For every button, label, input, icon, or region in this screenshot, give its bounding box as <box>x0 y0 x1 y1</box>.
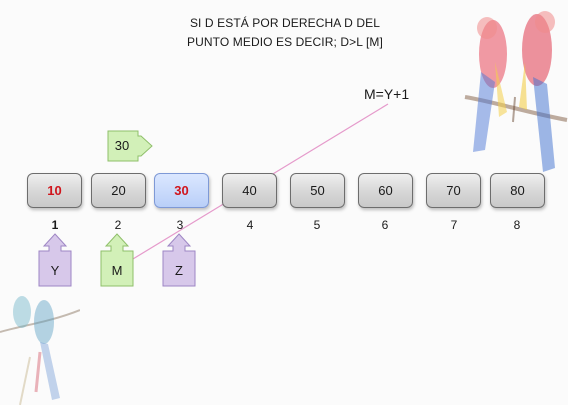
pointer-m-label: M <box>111 263 123 278</box>
array-index-2: 2 <box>114 218 122 232</box>
array-cell-3: 30 <box>154 173 209 208</box>
pointer-z-callout <box>162 233 196 287</box>
array-cell-1: 10 <box>27 173 82 208</box>
title-line-2: PUNTO MEDIO ES DECIR; D>L [M] <box>187 35 383 49</box>
array-cell-2: 20 <box>91 173 146 208</box>
array-cell-6: 60 <box>358 173 413 208</box>
top-pointer-callout <box>107 130 153 162</box>
pointer-y-callout <box>38 233 72 287</box>
parrot-illustration-right <box>464 11 568 172</box>
formula-label: M=Y+1 <box>364 86 410 102</box>
array-index-6: 6 <box>381 218 389 232</box>
pointer-z-label: Z <box>175 263 183 278</box>
array-cell-5: 50 <box>290 173 345 208</box>
array-index-3: 3 <box>176 218 184 232</box>
top-pointer-value: 30 <box>114 138 130 153</box>
array-index-8: 8 <box>513 218 521 232</box>
array-index-5: 5 <box>313 218 321 232</box>
array-cell-8: 80 <box>490 173 545 208</box>
array-cell-4: 40 <box>222 173 277 208</box>
bird-illustration-left <box>0 296 80 405</box>
pointer-y-label: Y <box>50 263 60 278</box>
array-cell-7: 70 <box>426 173 481 208</box>
pointer-m-callout <box>100 233 134 287</box>
title-line-1: SI D ESTÁ POR DERECHA D DEL <box>189 16 381 30</box>
array-index-4: 4 <box>246 218 254 232</box>
slide-title: SI D ESTÁ POR DERECHA D DEL PUNTO MEDIO … <box>170 14 400 52</box>
array-index-1: 1 <box>51 218 59 232</box>
array-index-7: 7 <box>450 218 458 232</box>
